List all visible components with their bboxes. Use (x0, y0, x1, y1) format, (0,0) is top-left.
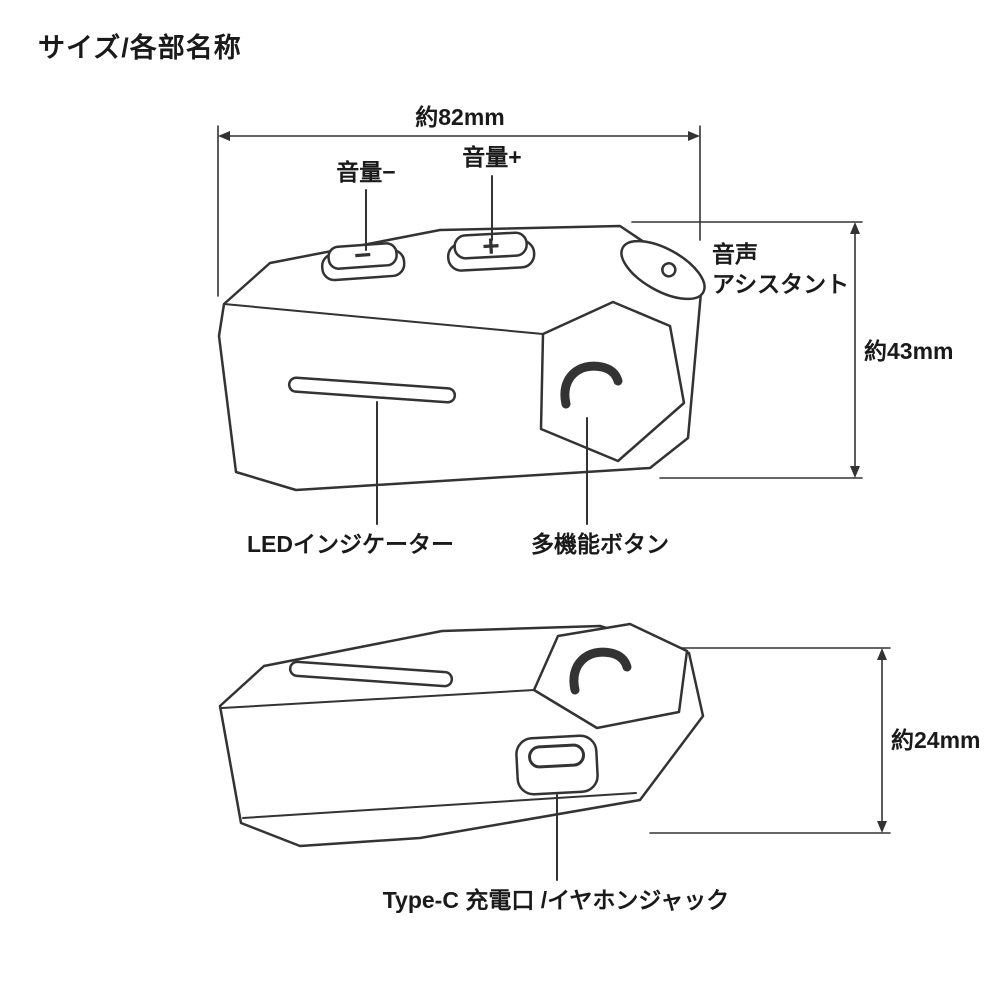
width-dimension-label: 約82mm (415, 104, 505, 130)
phone-icon (560, 361, 623, 409)
volume-minus-button (320, 242, 406, 282)
led-indicator-label: LEDインジケーター (247, 531, 454, 557)
device-top-view: − + (217, 224, 706, 492)
multi-function-button-label: 多機能ボタン (531, 531, 669, 557)
page-title: サイズ/各部名称 (38, 33, 242, 63)
top-face-crease (221, 689, 535, 709)
voice-assistant-label-line2: アシスタント (712, 270, 850, 297)
voice-assistant-label-line1: 音声 (712, 241, 758, 267)
volume-minus-glyph: − (353, 238, 373, 272)
led-indicator-slot (287, 376, 457, 404)
usb-c-port (515, 734, 599, 796)
dimension-height (631, 221, 863, 479)
bottom-face-crease (242, 792, 637, 819)
phone-icon (569, 647, 632, 695)
led-indicator-slot (288, 660, 454, 688)
volume-plus-button (446, 231, 536, 272)
voice-assistant-dot (661, 262, 677, 278)
multi-function-button (532, 622, 689, 730)
volume-plus-glyph: + (481, 230, 500, 264)
leader-lines (365, 175, 588, 881)
device-bottom-view (218, 622, 705, 848)
thickness-dimension-label: 約24mm (891, 727, 981, 753)
height-dimension-label: 約43mm (864, 338, 954, 364)
volume-plus-label: 音量+ (462, 144, 522, 170)
usb-port-label: Type-C 充電口 /イヤホンジャック (382, 887, 730, 913)
top-face-crease (223, 303, 544, 335)
voice-assistant-label: 音声 アシスタント (712, 240, 849, 300)
dimension-width (217, 125, 701, 297)
voice-assistant-button (620, 239, 706, 301)
multi-function-button (539, 300, 686, 463)
volume-minus-label: 音量− (336, 159, 396, 185)
